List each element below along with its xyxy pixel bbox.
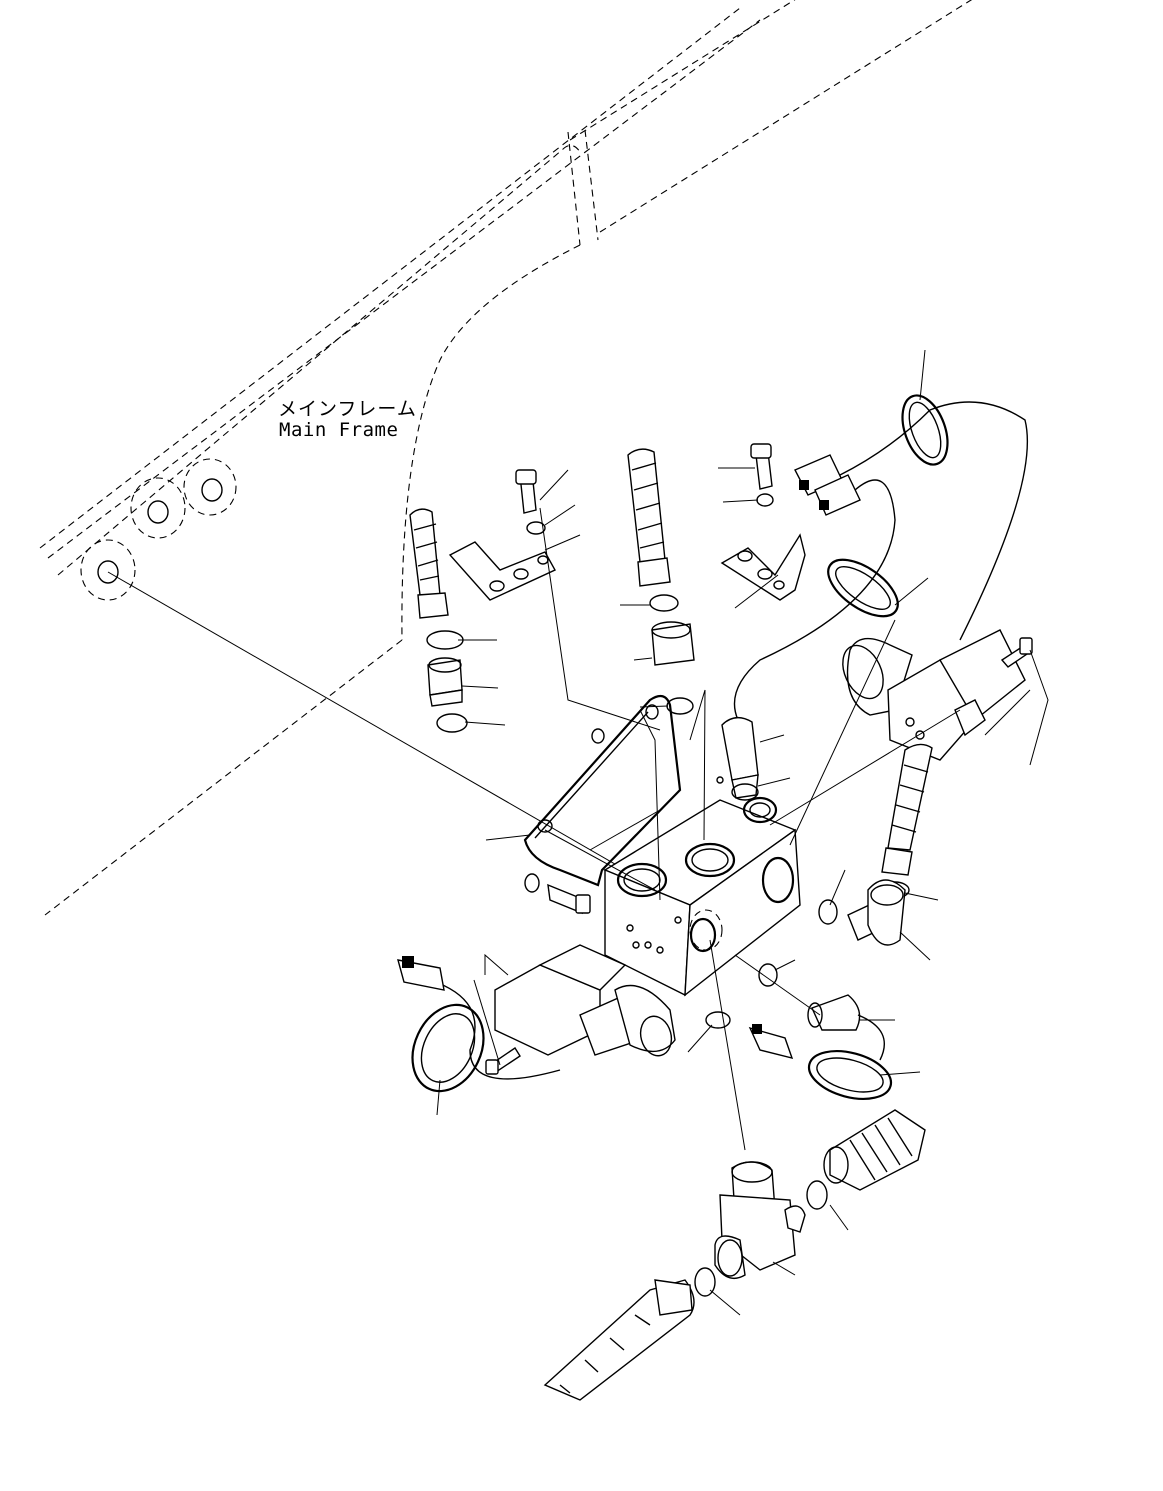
cable-band-top xyxy=(901,394,949,466)
pressure-switch-upper xyxy=(721,717,759,799)
frame-mounting-hole-2 xyxy=(130,477,186,539)
tee-fitting-bottom xyxy=(714,1161,806,1279)
main-frame-outline xyxy=(39,0,973,916)
o-ring-bottom xyxy=(705,1011,731,1029)
center-adapter-fitting xyxy=(651,621,695,666)
bracket-washer xyxy=(524,873,540,893)
left-clamp-washer xyxy=(526,521,546,535)
callout-leaders xyxy=(436,349,1049,1316)
pressure-sensor-lower xyxy=(807,994,861,1031)
cable-band-middle xyxy=(827,558,899,618)
frame-mounting-hole-3 xyxy=(183,458,237,516)
cable-band-left xyxy=(411,1003,485,1093)
right-hose xyxy=(881,743,933,876)
main-frame-label-japanese: メインフレーム xyxy=(278,398,417,420)
left-hose xyxy=(409,508,449,619)
right-clamp-washer xyxy=(756,493,774,507)
left-hose-clamp xyxy=(448,541,556,601)
left-adapter-fitting xyxy=(427,657,463,707)
left-o-ring-lower xyxy=(436,713,468,733)
o-ring-tee-left xyxy=(694,1267,716,1297)
center-o-ring-upper xyxy=(649,594,679,612)
left-o-ring-upper xyxy=(426,630,464,650)
left-clamp-bolt xyxy=(515,469,537,514)
bracket-bolt xyxy=(547,883,591,915)
elbow-fitting-right xyxy=(847,879,906,946)
elbow-fitting-o-ring xyxy=(818,899,838,925)
center-hose xyxy=(627,448,671,587)
solenoid-right-bolt xyxy=(1000,637,1033,668)
top-connector-2 xyxy=(814,474,861,516)
cable-band-lower xyxy=(807,1050,893,1100)
bottom-right-hose xyxy=(823,1109,926,1191)
o-ring-sensor-lower xyxy=(758,963,778,987)
wiring-harness-top xyxy=(733,401,1028,721)
mounting-bracket xyxy=(523,694,682,887)
frame-mounting-hole-1 xyxy=(80,539,136,601)
bottom-left-hose xyxy=(543,1279,695,1401)
o-ring-switch-upper xyxy=(731,783,759,801)
wire-sensor-lower xyxy=(857,1014,885,1061)
solenoid-valve-right xyxy=(842,629,1026,761)
right-clamp-bolt xyxy=(750,443,773,490)
o-ring-tee-right xyxy=(806,1180,828,1210)
right-hose-clamp xyxy=(720,533,806,601)
connector-left xyxy=(397,956,445,991)
main-frame-label-english: Main Frame xyxy=(279,419,399,441)
connector-lower xyxy=(748,1024,794,1059)
frame-to-bracket-leader xyxy=(107,571,661,891)
wiring-harness-left xyxy=(429,979,561,1080)
solenoid-left-bolt xyxy=(485,1047,521,1075)
solenoid-valve-left xyxy=(494,944,676,1057)
valve-block xyxy=(603,776,801,997)
